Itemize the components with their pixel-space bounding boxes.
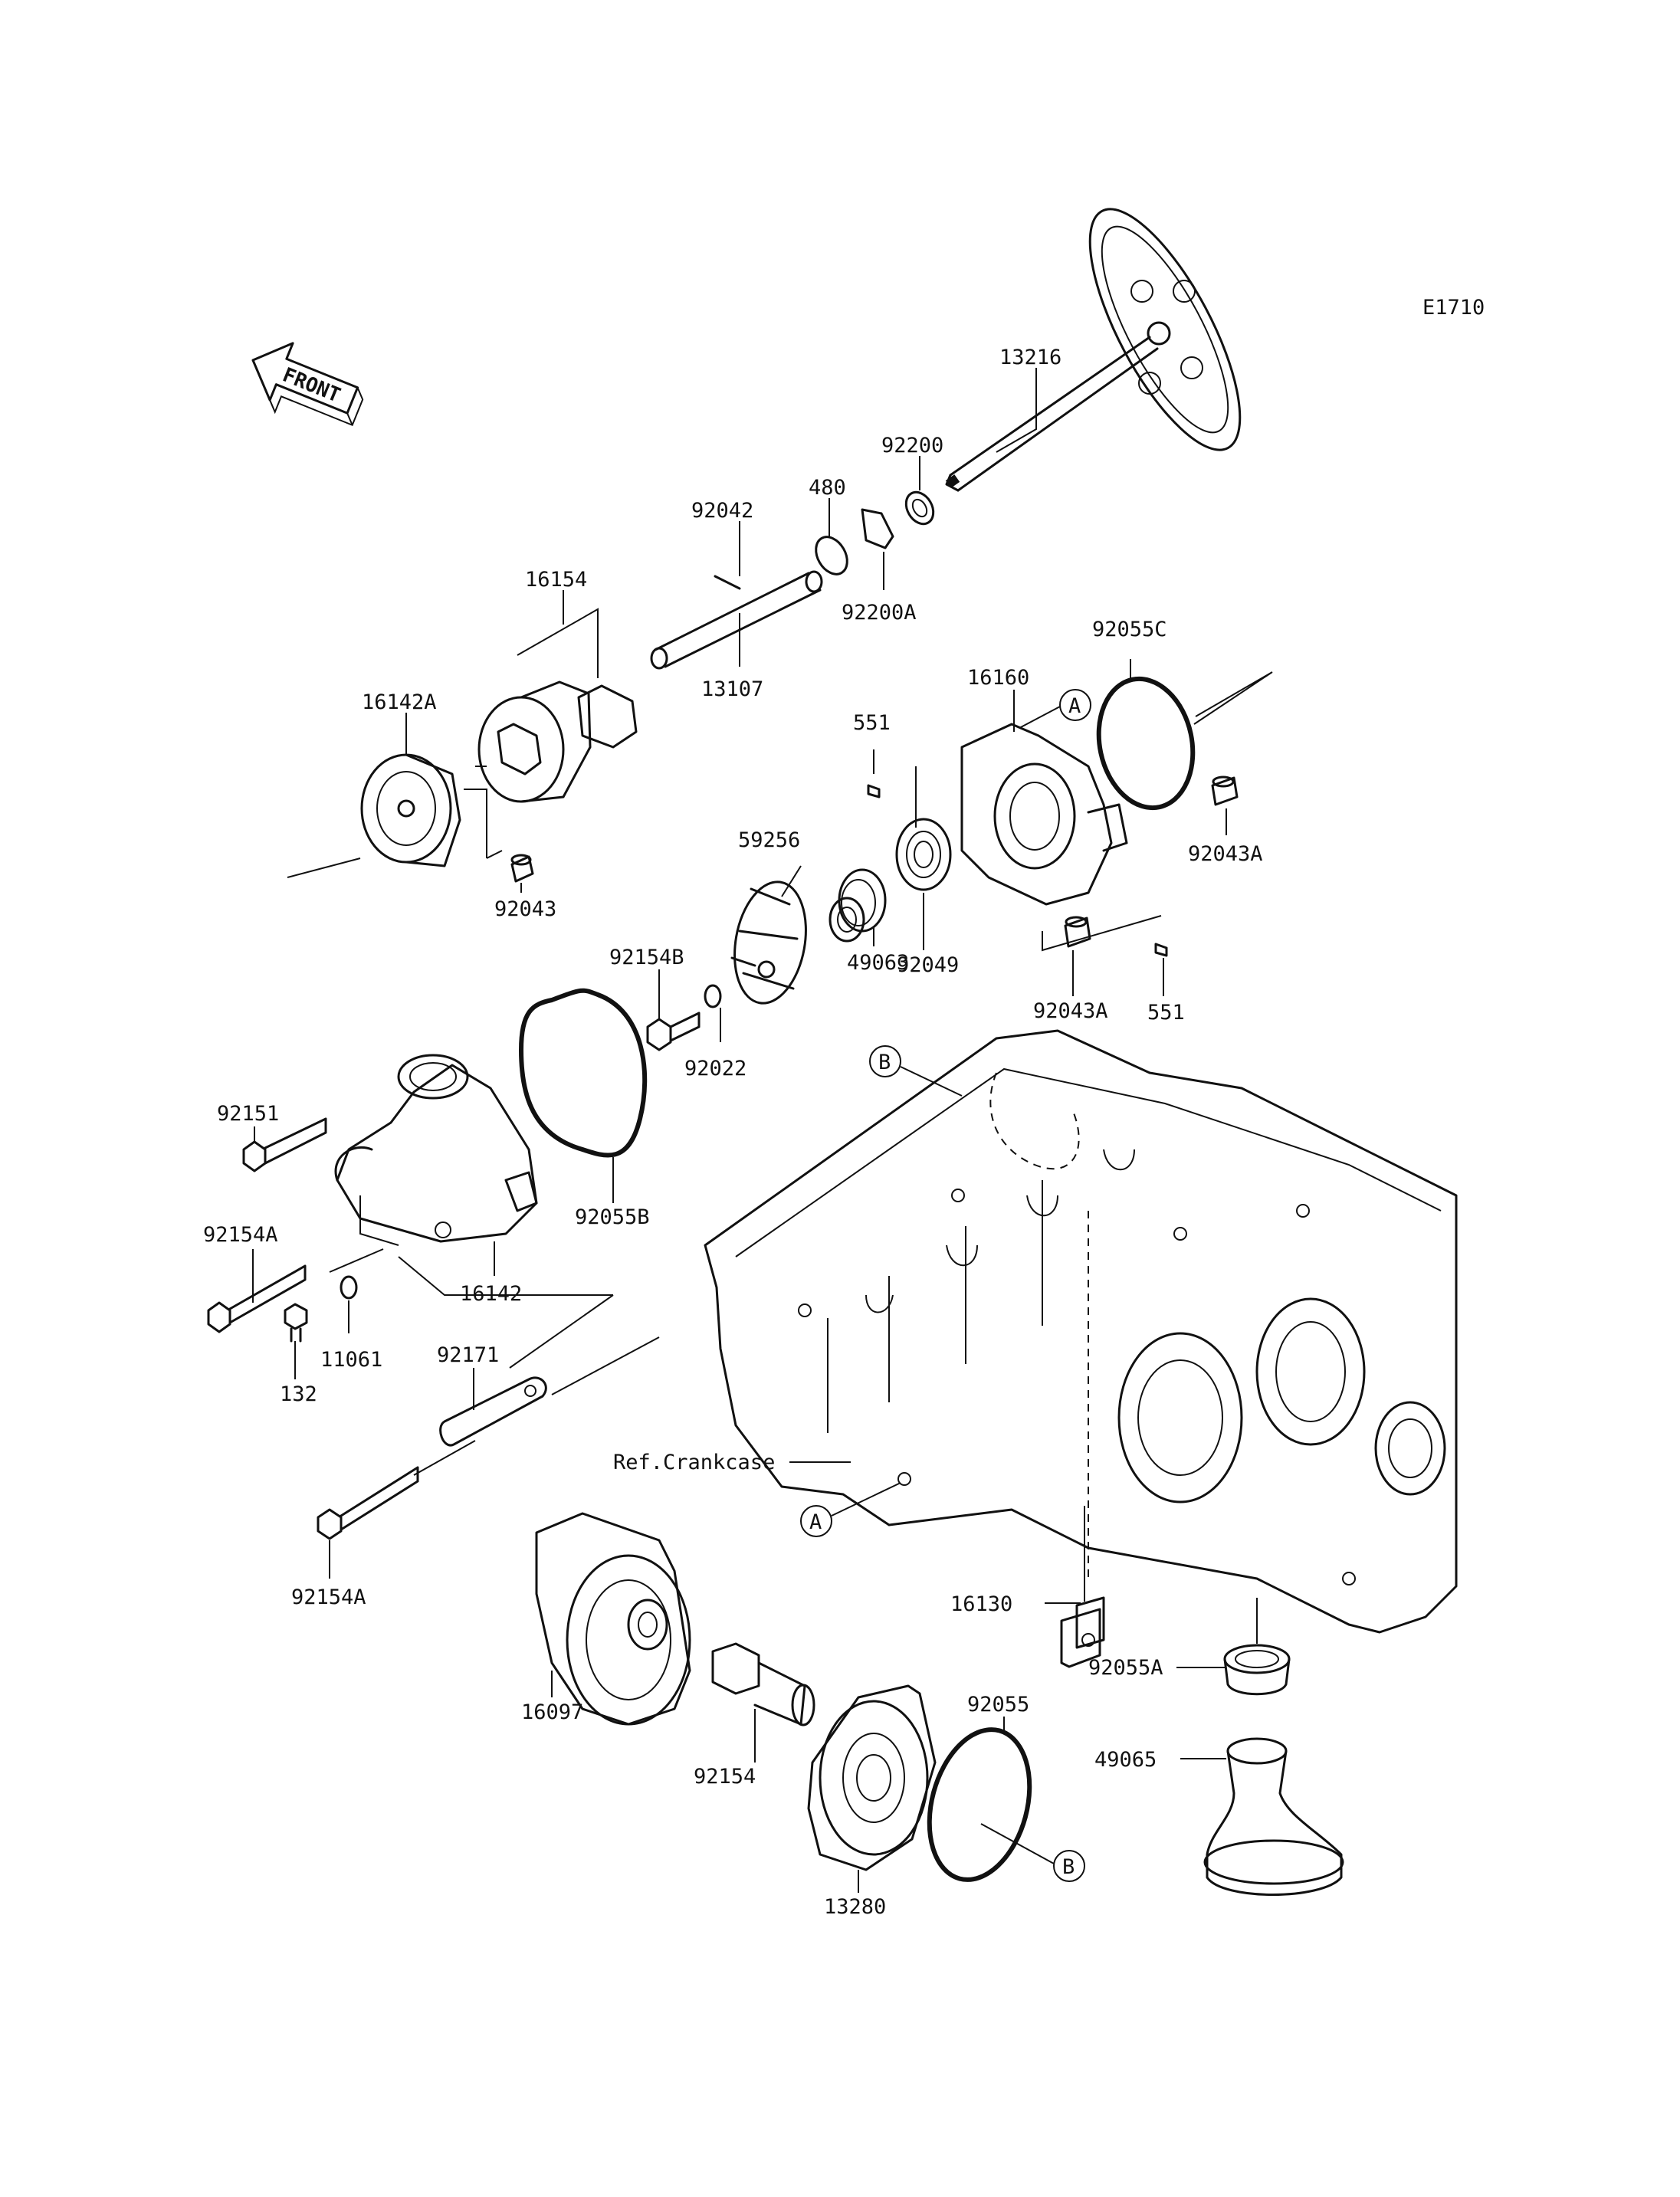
- dowel-pin-551-top: [867, 784, 881, 798]
- label-13107: 13107: [701, 677, 763, 701]
- svg-text:B: B: [1062, 1855, 1075, 1879]
- label-59256: 59256: [738, 828, 800, 852]
- label-132: 132: [280, 1382, 317, 1406]
- label-92151: 92151: [217, 1102, 279, 1126]
- svg-text:A: A: [809, 1510, 822, 1534]
- label-92055A: 92055A: [1088, 1656, 1163, 1680]
- impeller-59256: [730, 880, 807, 1005]
- label-480: 480: [809, 476, 846, 500]
- bolt-92154A-lower: [317, 1466, 419, 1540]
- label-reference: Ref.Crankcase: [613, 1451, 775, 1474]
- label-13280: 13280: [824, 1895, 886, 1919]
- bolt-92154B: [646, 1012, 701, 1051]
- label-16130: 16130: [950, 1592, 1012, 1616]
- crankcase: [704, 1029, 1458, 1634]
- oring-92055C: [1096, 676, 1196, 811]
- label-16097: 16097: [521, 1700, 583, 1724]
- label-16154: 16154: [525, 568, 587, 592]
- label-92055: 92055: [967, 1693, 1029, 1717]
- washer-11061: [340, 1275, 358, 1300]
- label-92043: 92043: [494, 897, 556, 921]
- bolt-92154A-upper: [207, 1264, 307, 1333]
- label-92154B: 92154B: [609, 946, 684, 969]
- label-92043A-bottom: 92043A: [1033, 999, 1108, 1023]
- seal-49063: [829, 868, 887, 943]
- label-92154A-lower: 92154A: [291, 1585, 366, 1609]
- seal-92049: [895, 818, 952, 891]
- callout-a-top: A: [1059, 689, 1091, 721]
- shaft-13107: [650, 570, 823, 670]
- collar-92055A: [1223, 1644, 1291, 1696]
- bolt-132: [284, 1303, 308, 1343]
- bolt-92151: [242, 1117, 327, 1172]
- shaft-gear-13216: [945, 208, 1242, 492]
- label-92154A-upper: 92154A: [203, 1223, 278, 1247]
- label-92055B: 92055B: [575, 1205, 650, 1229]
- front-arrow-icon: FRONT: [251, 342, 364, 427]
- diagram-code: E1710: [1422, 296, 1485, 320]
- label-49065: 49065: [1094, 1748, 1157, 1772]
- label-551-top: 551: [853, 711, 891, 735]
- washer-92200A: [861, 508, 894, 549]
- label-92200A: 92200A: [842, 601, 917, 625]
- circlip-480: [815, 536, 848, 575]
- strainer-49065: [1203, 1737, 1344, 1896]
- label-49063: 49063: [847, 951, 909, 975]
- dowel-92043: [510, 854, 534, 883]
- washer-92022: [704, 984, 722, 1008]
- cover-16160: [960, 723, 1128, 906]
- bracket-92171: [439, 1376, 547, 1447]
- callout-b-bottom: B: [1053, 1850, 1085, 1882]
- pin-92042: [714, 575, 741, 590]
- oring-92055B: [518, 988, 648, 1158]
- label-92171: 92171: [437, 1343, 499, 1367]
- rotor-16154: [477, 680, 638, 803]
- housing-16142A: [360, 753, 461, 867]
- label-92043A-right: 92043A: [1188, 842, 1263, 866]
- fitting-16130: [1060, 1596, 1105, 1668]
- label-92042: 92042: [691, 499, 753, 523]
- label-11061: 11061: [320, 1348, 382, 1372]
- label-551-bottom: 551: [1147, 1001, 1185, 1025]
- label-92200: 92200: [881, 434, 943, 457]
- callout-a-bottom: A: [800, 1505, 832, 1537]
- nipple-92154: [711, 1642, 815, 1726]
- svg-text:A: A: [1068, 694, 1081, 718]
- oil-filter-16097: [535, 1512, 691, 1726]
- oring-92055: [927, 1727, 1032, 1882]
- oil-cooler-13280: [807, 1684, 937, 1871]
- label-92049: 92049: [897, 953, 959, 977]
- label-92154: 92154: [694, 1765, 756, 1789]
- callout-b-top: B: [869, 1045, 901, 1077]
- dowel-92043A-right: [1211, 776, 1239, 806]
- label-92055C: 92055C: [1092, 618, 1167, 641]
- label-16160: 16160: [967, 666, 1029, 690]
- washer-92200: [904, 490, 935, 526]
- pump-body-16142: [334, 1054, 538, 1246]
- label-13216: 13216: [999, 346, 1061, 369]
- svg-text:B: B: [878, 1051, 891, 1074]
- label-16142A: 16142A: [362, 690, 437, 714]
- label-92022: 92022: [684, 1057, 746, 1080]
- dowel-pin-551-bottom: [1154, 943, 1168, 957]
- dowel-92043A-bottom: [1064, 916, 1091, 948]
- label-16142: 16142: [460, 1282, 522, 1306]
